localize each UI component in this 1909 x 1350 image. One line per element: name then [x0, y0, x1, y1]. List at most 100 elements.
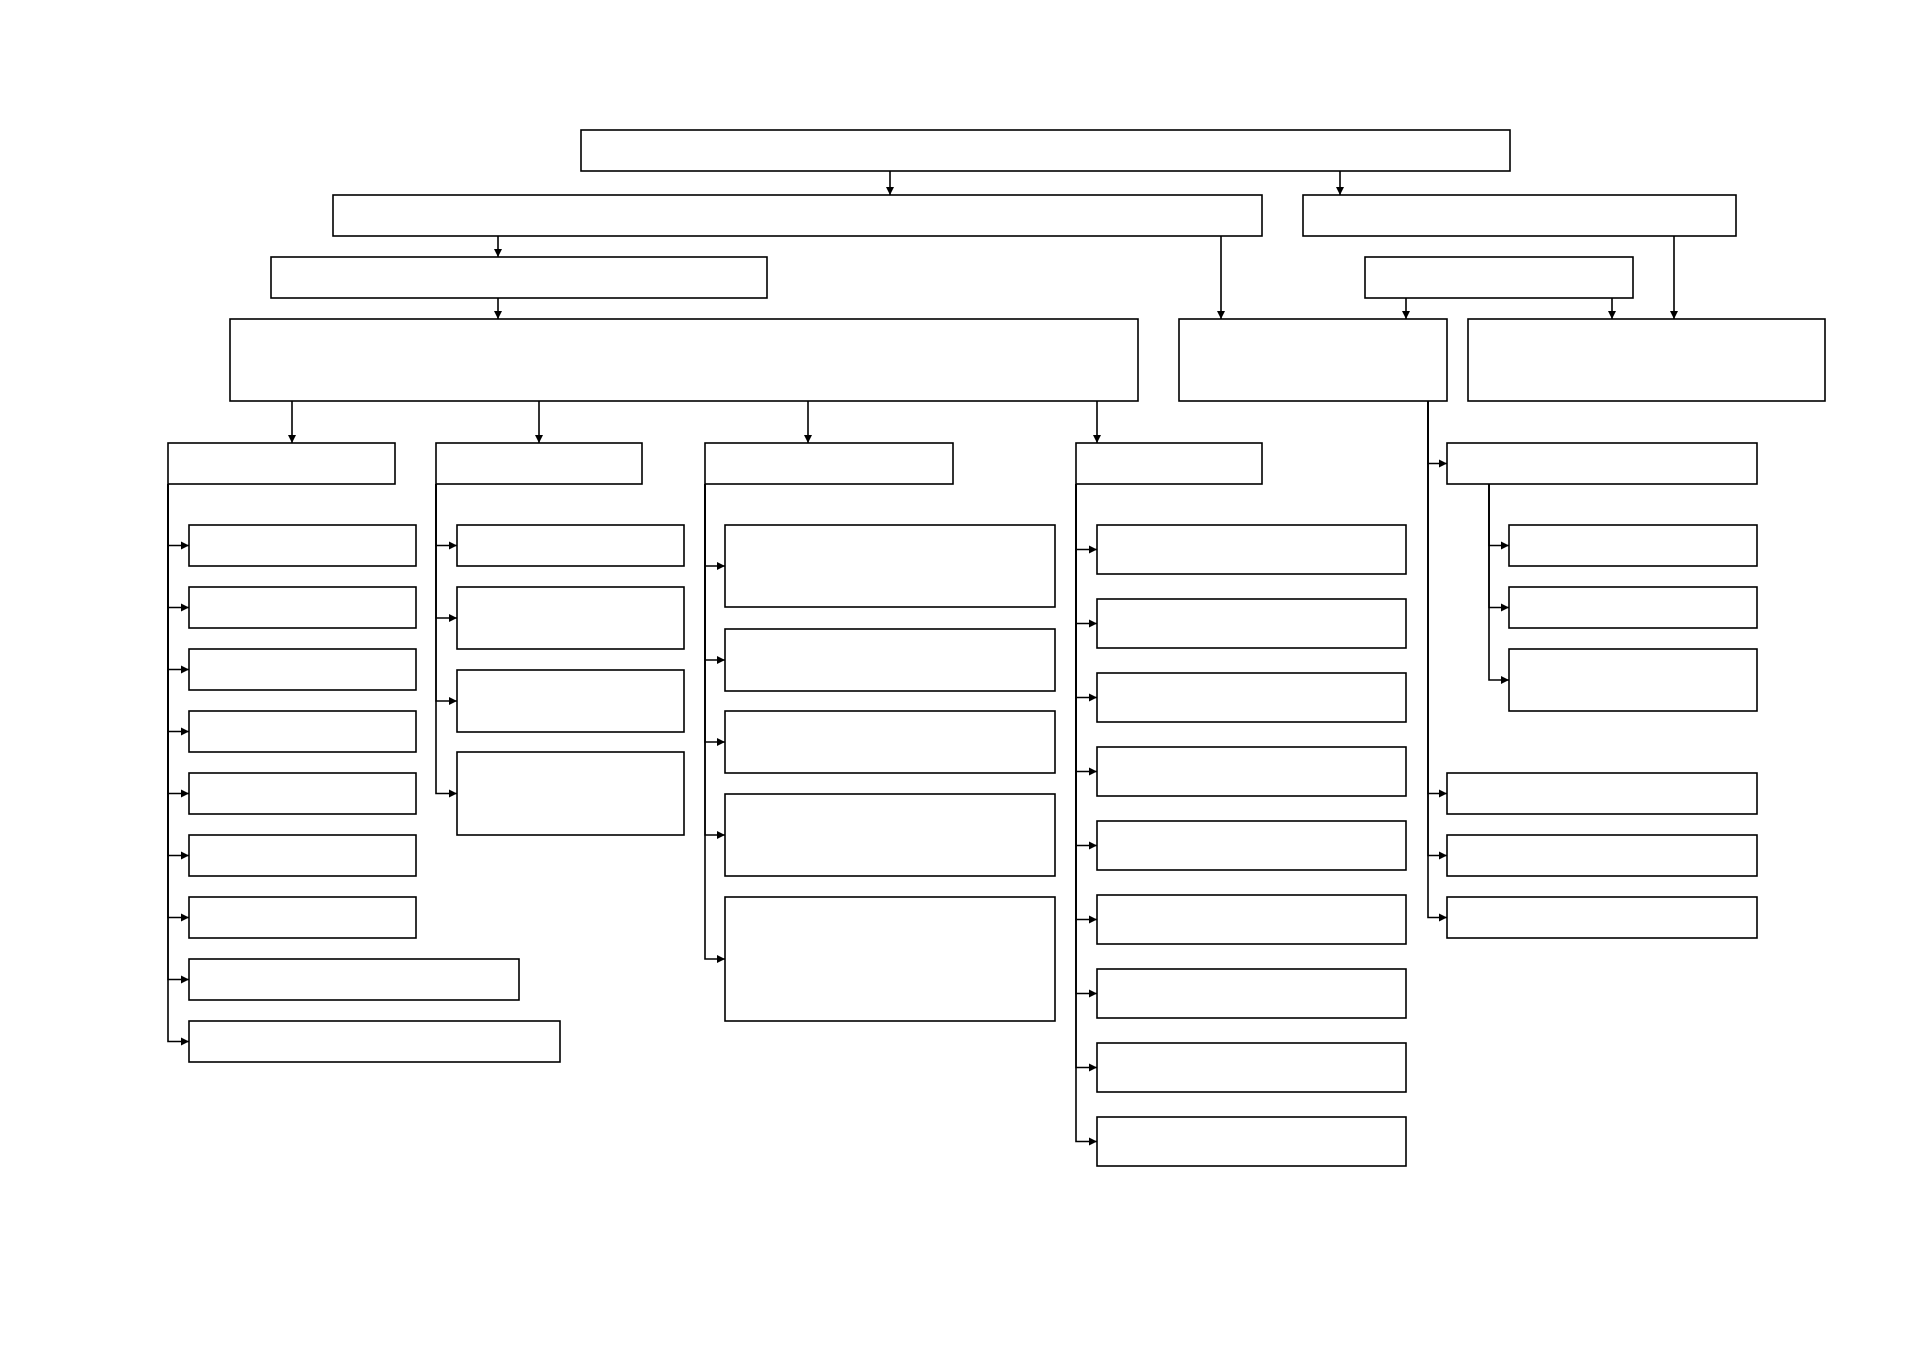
diagram-node-g1-item-6 — [188, 834, 417, 877]
diagram-node-g5-sub-2 — [1508, 586, 1758, 629]
box-g4-item-6 — [1096, 894, 1407, 945]
diagram-node-l1-left — [332, 194, 1263, 237]
diagram-node-g4-item-8 — [1096, 1042, 1407, 1093]
box-g4-item-1 — [1096, 524, 1407, 575]
diagram-node-g1-item-5 — [188, 772, 417, 815]
box-g4-item-4 — [1096, 746, 1407, 797]
diagram-node-g1-item-9 — [188, 1020, 561, 1063]
box-g5-item-2 — [1446, 834, 1758, 877]
diagram-node-g5-head — [1446, 442, 1758, 485]
diagram-node-g4-item-4 — [1096, 746, 1407, 797]
connector-g4-head-to-g4-item-4 — [1075, 484, 1097, 776]
box-l3-mid — [1178, 318, 1448, 402]
box-root — [580, 129, 1511, 172]
diagram-node-g1-item-3 — [188, 648, 417, 691]
box-g3-item-1 — [724, 524, 1056, 608]
box-g1-item-1 — [188, 524, 417, 567]
diagram-node-g1-head — [167, 442, 396, 485]
diagram-node-g4-item-1 — [1096, 524, 1407, 575]
diagram-node-g4-item-7 — [1096, 968, 1407, 1019]
box-g1-head — [167, 442, 396, 485]
diagram-node-l3-main — [229, 318, 1139, 402]
box-g5-sub-2 — [1508, 586, 1758, 629]
connector-g2-head-to-g2-item-4 — [435, 484, 457, 798]
diagram-node-l3-right — [1467, 318, 1826, 402]
connector-g2-head-to-g2-item-1 — [435, 484, 457, 550]
diagram-node-l3-mid — [1178, 318, 1448, 402]
connector-l3-mid-to-g5-head — [1427, 401, 1447, 468]
diagram-node-l2-left — [270, 256, 768, 299]
box-l1-left — [332, 194, 1263, 237]
diagram-node-root — [580, 129, 1511, 172]
diagram-node-g4-head — [1075, 442, 1263, 485]
diagram-node-g2-item-4 — [456, 751, 685, 836]
box-g4-item-3 — [1096, 672, 1407, 723]
box-l1-right — [1302, 194, 1737, 237]
box-g4-item-7 — [1096, 968, 1407, 1019]
box-g3-head — [704, 442, 954, 485]
box-g3-item-3 — [724, 710, 1056, 774]
connector-g3-head-to-g3-item-5 — [704, 484, 725, 963]
box-g2-item-1 — [456, 524, 685, 567]
box-layer — [167, 129, 1826, 1167]
connector-g4-head-to-g4-item-1 — [1075, 484, 1097, 554]
box-g2-head — [435, 442, 643, 485]
connector-g3-head-to-g3-item-1 — [704, 484, 725, 570]
box-g2-item-2 — [456, 586, 685, 650]
connector-g3-head-to-g3-item-2 — [704, 484, 725, 664]
connector-l3-mid-to-g5-item-2 — [1427, 401, 1447, 860]
diagram-node-g3-item-1 — [724, 524, 1056, 608]
diagram-node-g5-sub-3 — [1508, 648, 1758, 712]
box-l3-right — [1467, 318, 1826, 402]
box-g1-item-3 — [188, 648, 417, 691]
diagram-node-l2-right — [1364, 256, 1634, 299]
connector-g5-head-to-g5-sub-1 — [1488, 484, 1509, 550]
box-g1-item-2 — [188, 586, 417, 629]
connector-g5-head-to-g5-sub-3 — [1488, 484, 1509, 684]
diagram-node-g3-item-3 — [724, 710, 1056, 774]
box-g5-sub-3 — [1508, 648, 1758, 712]
box-g4-item-2 — [1096, 598, 1407, 649]
diagram-node-g1-item-1 — [188, 524, 417, 567]
connector-g4-head-to-g4-item-9 — [1075, 484, 1097, 1146]
diagram-node-g4-item-6 — [1096, 894, 1407, 945]
connector-g1-head-to-g1-item-3 — [167, 484, 189, 674]
box-g5-head — [1446, 442, 1758, 485]
diagram-node-g5-item-3 — [1446, 896, 1758, 939]
connector-layer — [167, 171, 1678, 1146]
connector-g4-head-to-g4-item-8 — [1075, 484, 1097, 1072]
box-g1-item-4 — [188, 710, 417, 753]
connector-g2-head-to-g2-item-2 — [435, 484, 457, 622]
box-l2-right — [1364, 256, 1634, 299]
diagram-node-g4-item-5 — [1096, 820, 1407, 871]
box-l2-left — [270, 256, 768, 299]
box-g4-head — [1075, 442, 1263, 485]
box-g1-item-5 — [188, 772, 417, 815]
connector-g3-head-to-g3-item-3 — [704, 484, 725, 746]
diagram-node-g1-item-4 — [188, 710, 417, 753]
connector-g4-head-to-g4-item-2 — [1075, 484, 1097, 628]
box-g4-item-5 — [1096, 820, 1407, 871]
box-g5-sub-1 — [1508, 524, 1758, 567]
diagram-node-g3-item-4 — [724, 793, 1056, 877]
box-g3-item-4 — [724, 793, 1056, 877]
diagram-node-g5-item-2 — [1446, 834, 1758, 877]
diagram-node-g2-head — [435, 442, 643, 485]
box-g2-item-3 — [456, 669, 685, 733]
diagram-node-g1-item-7 — [188, 896, 417, 939]
connector-l3-mid-to-g5-item-3 — [1427, 401, 1447, 922]
box-g4-item-9 — [1096, 1116, 1407, 1167]
diagram-node-g3-item-5 — [724, 896, 1056, 1022]
connector-g1-head-to-g1-item-5 — [167, 484, 189, 798]
connector-g1-head-to-g1-item-1 — [167, 484, 189, 550]
box-g1-item-9 — [188, 1020, 561, 1063]
diagram-node-g3-item-2 — [724, 628, 1056, 692]
diagram-node-g1-item-8 — [188, 958, 520, 1001]
box-g5-item-3 — [1446, 896, 1758, 939]
box-g1-item-8 — [188, 958, 520, 1001]
diagram-node-g2-item-1 — [456, 524, 685, 567]
box-g4-item-8 — [1096, 1042, 1407, 1093]
diagram-node-g1-item-2 — [188, 586, 417, 629]
diagram-node-g4-item-3 — [1096, 672, 1407, 723]
